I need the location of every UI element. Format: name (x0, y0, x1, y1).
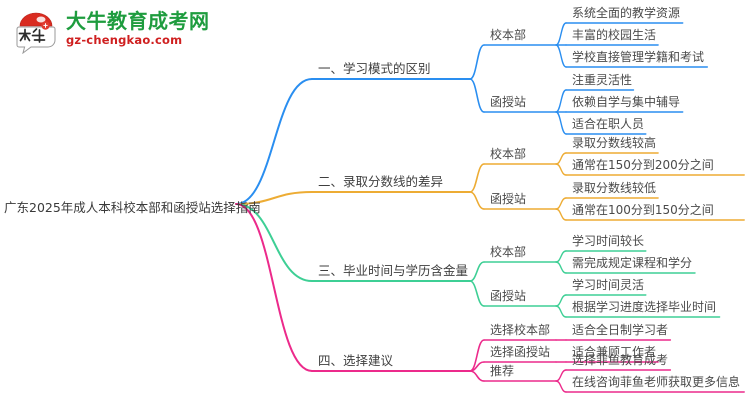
leaf-label[interactable]: 通常在150分到200分之间 (572, 158, 714, 172)
connector-path (555, 163, 567, 176)
connector-path (469, 44, 485, 80)
connector-path (555, 152, 567, 165)
connector-path (469, 78, 485, 113)
connector-path (555, 305, 567, 318)
leaf-label[interactable]: 通常在100分到150分之间 (572, 203, 714, 217)
leaf-label[interactable]: 注重灵活性 (572, 73, 633, 87)
brand-title: 大牛教育成考网 (66, 9, 210, 33)
leaf-label[interactable]: 适合在职人员 (572, 117, 645, 131)
connector-path (555, 261, 567, 274)
connector-path (555, 369, 567, 382)
connector-path (235, 203, 313, 282)
connector-path (235, 191, 313, 205)
connector-path (235, 78, 313, 205)
connector-path (469, 280, 485, 307)
brand-text: 大牛教育成考网 gz-chengkao.com (66, 10, 210, 47)
connector-path (555, 44, 567, 68)
connector-path (469, 261, 485, 282)
leaf-label[interactable]: 录取分数线较低 (572, 181, 657, 195)
connector-path (555, 380, 567, 393)
root-node-label[interactable]: 广东2025年成人本科校本部和函授站选择指南 (4, 200, 261, 215)
subnode-label[interactable]: 函授站 (490, 95, 527, 109)
connector-path (555, 89, 567, 113)
subnode-label[interactable]: 选择校本部 (490, 323, 551, 337)
connector-path (469, 163, 485, 193)
leaf-label[interactable]: 需完成规定课程和学分 (572, 256, 693, 270)
subnode-label[interactable]: 推荐 (490, 364, 515, 378)
connector-path (555, 22, 567, 46)
leaf-label[interactable]: 依赖自学与集中辅导 (572, 95, 681, 109)
leaf-label[interactable]: 录取分数线较高 (572, 136, 657, 150)
leaf-label[interactable]: 适合全日制学习者 (572, 323, 669, 337)
subnode-label[interactable]: 函授站 (490, 289, 527, 303)
branch-label-2[interactable]: 二、录取分数线的差异 (318, 174, 444, 189)
leaf-label[interactable]: 在线咨询菲鱼老师获取更多信息 (572, 375, 741, 389)
connector-path (469, 370, 485, 382)
connector-path (555, 197, 567, 210)
branch-label-4[interactable]: 四、选择建议 (318, 353, 394, 368)
brand-logo: 大牛教育成考网 gz-chengkao.com (14, 8, 244, 56)
subnode-label[interactable]: 校本部 (490, 28, 527, 42)
subnode-label[interactable]: 校本部 (490, 245, 527, 259)
connector-path (555, 250, 567, 263)
subnode-label[interactable]: 函授站 (490, 192, 527, 206)
leaf-label[interactable]: 学习时间较长 (572, 234, 645, 248)
leaf-label[interactable]: 适合兼顾工作者 (572, 345, 657, 359)
leaf-label[interactable]: 丰富的校园生活 (572, 28, 657, 42)
connector-path (555, 294, 567, 307)
subnode-label[interactable]: 校本部 (490, 147, 527, 161)
branch-label-1[interactable]: 一、学习模式的区别 (318, 61, 431, 76)
connector-path (555, 111, 567, 135)
subnode-label[interactable]: 选择函授站 (490, 345, 551, 359)
connector-path (469, 191, 485, 210)
leaf-label[interactable]: 根据学习进度选择毕业时间 (572, 300, 717, 314)
branch-label-3[interactable]: 三、毕业时间与学历含金量 (318, 263, 469, 278)
leaf-label[interactable]: 系统全面的教学资源 (572, 6, 681, 20)
connector-path (235, 203, 313, 372)
brand-subtitle: gz-chengkao.com (66, 33, 183, 47)
leaf-label[interactable]: 学校直接管理学籍和考试 (572, 50, 705, 64)
leaf-label[interactable]: 选择菲鱼教育成考 (572, 353, 669, 367)
connector-path (555, 208, 567, 221)
daniu-bull-logo-icon (14, 10, 58, 55)
leaf-label[interactable]: 学习时间灵活 (572, 278, 645, 292)
